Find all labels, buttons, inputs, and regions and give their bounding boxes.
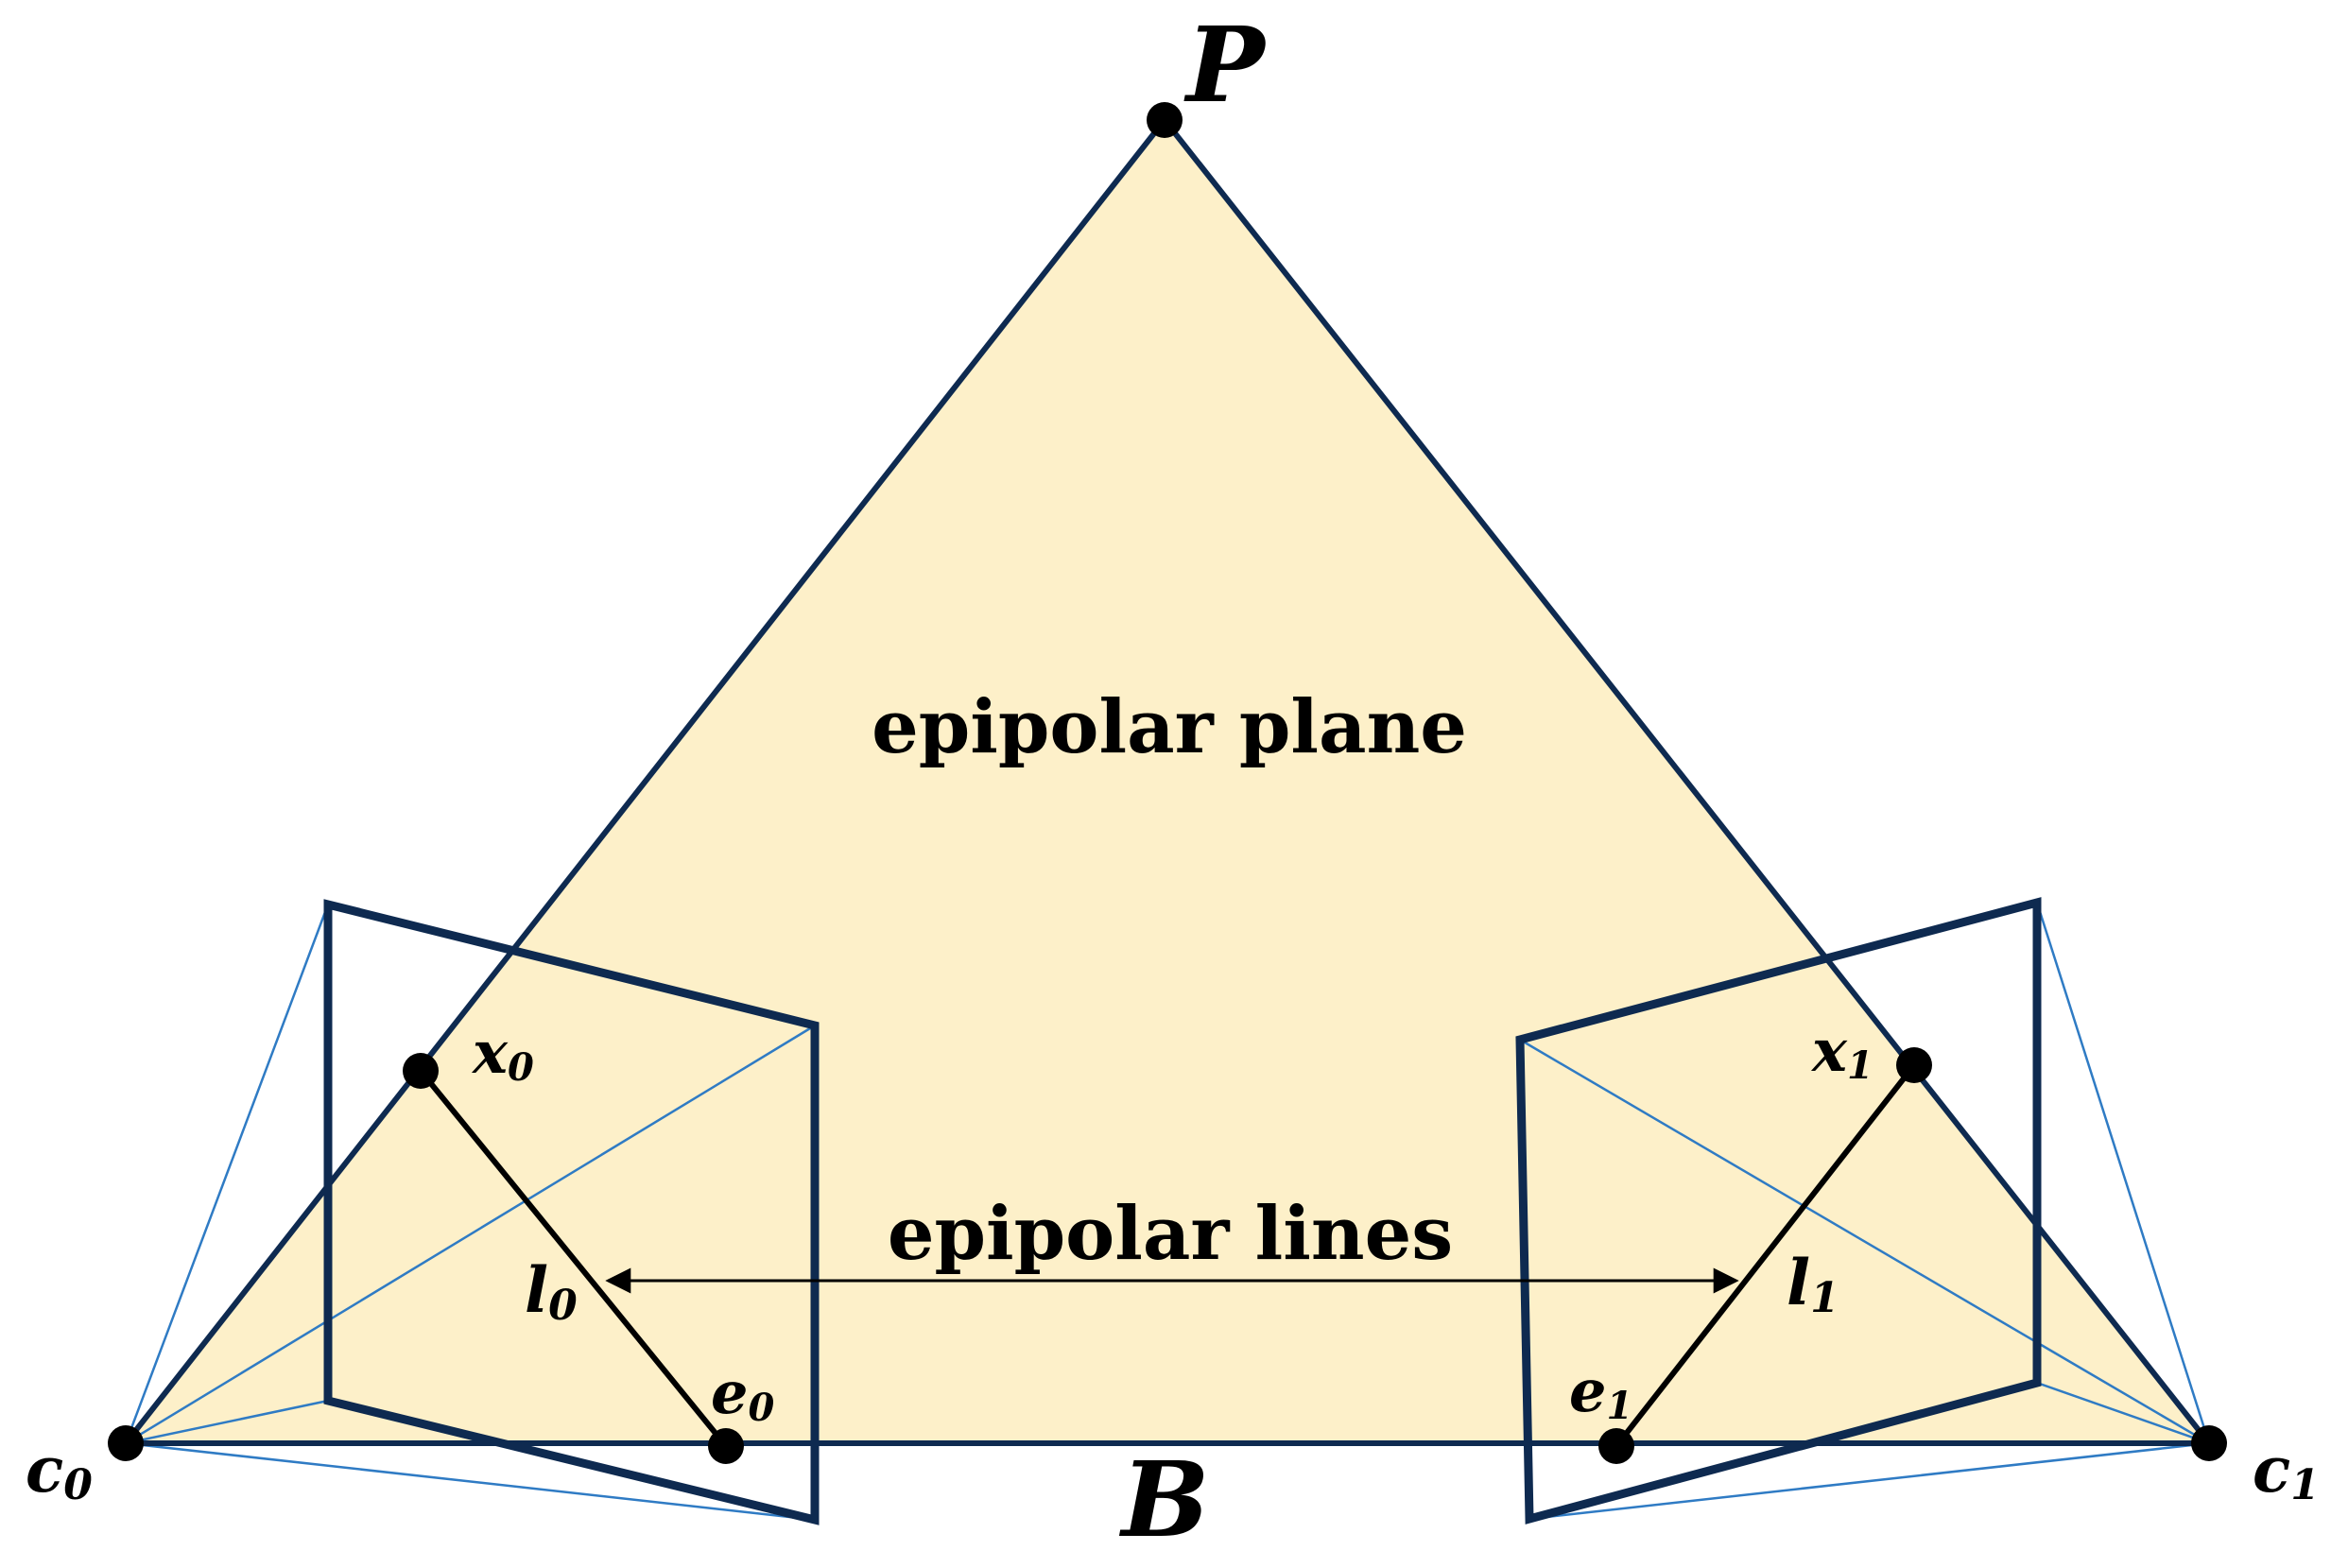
point-e0	[708, 1428, 744, 1464]
label-P: P	[1183, 4, 1268, 126]
label-x1: x1	[1810, 1016, 1873, 1088]
point-x0	[403, 1053, 439, 1089]
left-camera-rays	[124, 904, 816, 1522]
right-camera-rays	[1519, 902, 2211, 1521]
point-c0	[108, 1425, 144, 1461]
left-image-plane	[323, 899, 820, 1525]
label-l0: l0	[525, 1253, 578, 1330]
label-x0: x0	[471, 1018, 534, 1090]
label-e1: e1	[1569, 1356, 1632, 1428]
epipolar-lines-label: epipolar lines	[888, 1191, 1453, 1277]
baseline-label: B	[1119, 1439, 1210, 1560]
label-l1: l1	[1787, 1246, 1839, 1322]
label-e0: e0	[711, 1358, 774, 1430]
epipolar-line-l0	[418, 1069, 729, 1448]
right-image-plane	[1515, 897, 2042, 1525]
epipolar-plane	[126, 120, 2209, 1443]
epipolar-plane-label: epipolar plane	[872, 684, 1467, 770]
point-P	[1147, 102, 1183, 138]
label-c0: c0	[26, 1433, 93, 1509]
point-x1	[1896, 1047, 1932, 1083]
point-c1	[2191, 1425, 2227, 1461]
points	[108, 102, 2227, 1464]
point-e1	[1598, 1428, 1634, 1464]
epipolar-line-l1	[1614, 1063, 1917, 1448]
label-c1: c1	[2253, 1433, 2320, 1509]
